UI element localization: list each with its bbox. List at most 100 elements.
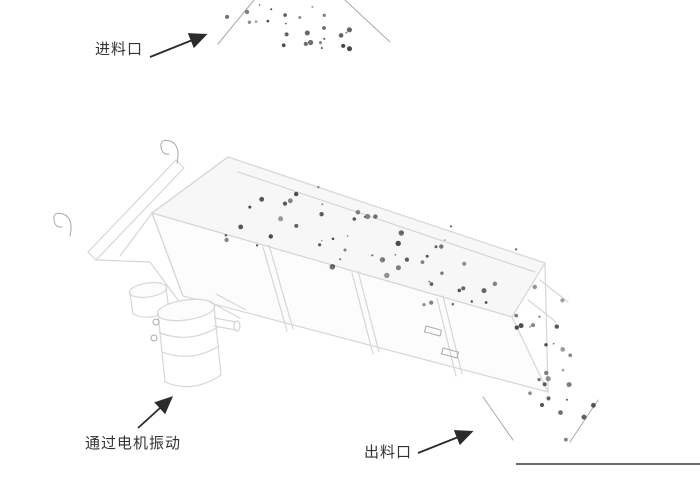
particle-dot xyxy=(347,46,352,52)
particle-dot xyxy=(539,402,545,408)
particle-dot xyxy=(321,203,324,206)
feed-hopper xyxy=(217,0,391,45)
particle-dot xyxy=(429,300,434,305)
particle-dot xyxy=(345,31,348,34)
particle-dot xyxy=(529,325,531,328)
particle-dot xyxy=(440,271,444,275)
particle-dot xyxy=(566,382,572,388)
particle-dot xyxy=(270,8,273,11)
particle-dot xyxy=(531,323,535,328)
particle-dot xyxy=(320,47,323,49)
particle-dot xyxy=(244,9,250,15)
particle-dot xyxy=(434,245,438,249)
particle-dot xyxy=(394,253,397,256)
particle-dot xyxy=(484,301,488,304)
trough-body xyxy=(150,156,569,393)
particle-dot xyxy=(318,243,322,247)
particle-dot xyxy=(532,284,537,290)
particle-dot xyxy=(528,391,532,396)
particle-dot xyxy=(428,280,431,283)
particle-dot xyxy=(317,186,320,189)
particle-dot xyxy=(322,26,326,30)
particle-dot xyxy=(470,300,473,303)
particle-dot xyxy=(258,4,261,6)
particle-dot xyxy=(568,353,573,358)
particle-dot xyxy=(558,410,563,415)
particle-dot xyxy=(591,402,596,408)
particle-dot xyxy=(287,198,293,204)
particle-dot xyxy=(339,258,342,261)
particle-dot xyxy=(439,244,444,249)
particle-dot xyxy=(224,234,228,237)
particle-dot xyxy=(564,437,568,442)
particle-dot xyxy=(515,248,518,251)
particle-dot xyxy=(462,261,467,266)
particle-dot xyxy=(322,13,326,17)
particle-dot xyxy=(338,33,344,38)
particle-dot xyxy=(401,231,404,234)
particle-dot xyxy=(268,234,273,239)
particle-dot xyxy=(266,19,270,23)
particle-dot xyxy=(303,41,308,47)
particle-dot xyxy=(311,5,314,8)
particle-dot xyxy=(352,217,357,221)
particle-dot xyxy=(518,323,524,329)
particle-dot xyxy=(323,37,326,41)
label-motor-vibration: 通过电机振动 xyxy=(85,435,182,452)
particle-dot xyxy=(404,257,409,262)
particle-dot xyxy=(514,325,519,330)
particle-dot xyxy=(365,213,371,220)
particle-dot xyxy=(373,214,378,219)
particle-dot xyxy=(546,396,551,401)
particle-dot xyxy=(248,205,252,209)
particle-dot xyxy=(285,22,287,25)
particle-dot xyxy=(319,212,324,217)
particle-dot xyxy=(565,398,568,401)
particle-dot xyxy=(278,216,284,222)
particle-dot xyxy=(420,260,425,264)
particle-dot xyxy=(542,382,547,387)
hanger-hook-left xyxy=(53,212,72,237)
particle-dot xyxy=(304,30,310,36)
particle-dot xyxy=(331,237,335,241)
particle-dot xyxy=(225,14,230,19)
particle-dot xyxy=(395,240,401,247)
particle-dot xyxy=(425,254,429,258)
particle-dot xyxy=(256,244,259,247)
label-feed-inlet: 进料口 xyxy=(95,41,144,58)
material-particles xyxy=(224,4,596,442)
particle-dot xyxy=(346,27,352,33)
label-discharge-outlet: 出料口 xyxy=(364,444,413,461)
particle-dot xyxy=(457,288,462,293)
hanger-hook-top xyxy=(160,139,179,164)
particle-dot xyxy=(544,343,548,347)
particle-dot xyxy=(384,272,390,279)
particle-dot xyxy=(298,16,302,19)
particle-dot xyxy=(560,347,565,352)
particle-dot xyxy=(259,196,265,202)
particle-dot xyxy=(492,281,498,286)
particle-dot xyxy=(281,43,286,48)
vibration-motor xyxy=(128,281,247,388)
particle-dot xyxy=(254,20,258,23)
particle-dot xyxy=(318,41,323,45)
particle-dot xyxy=(341,43,346,48)
particle-dot xyxy=(224,237,229,243)
particle-dot xyxy=(561,368,565,372)
particle-dot xyxy=(283,13,287,17)
particle-dot xyxy=(343,248,347,252)
particle-dot xyxy=(451,302,455,306)
arrow-motor-vibration xyxy=(137,396,173,429)
hanger-assembly xyxy=(53,139,185,301)
particle-dot xyxy=(294,223,299,228)
particle-dot xyxy=(247,20,252,24)
arrow-discharge-outlet xyxy=(417,430,474,454)
particle-dot xyxy=(395,265,401,271)
particle-dot xyxy=(481,288,487,294)
arrow-feed-inlet xyxy=(149,33,208,58)
particle-dot xyxy=(282,201,288,206)
particle-dot xyxy=(444,239,446,241)
clamp-detail xyxy=(440,347,460,359)
particle-dot xyxy=(329,264,336,270)
